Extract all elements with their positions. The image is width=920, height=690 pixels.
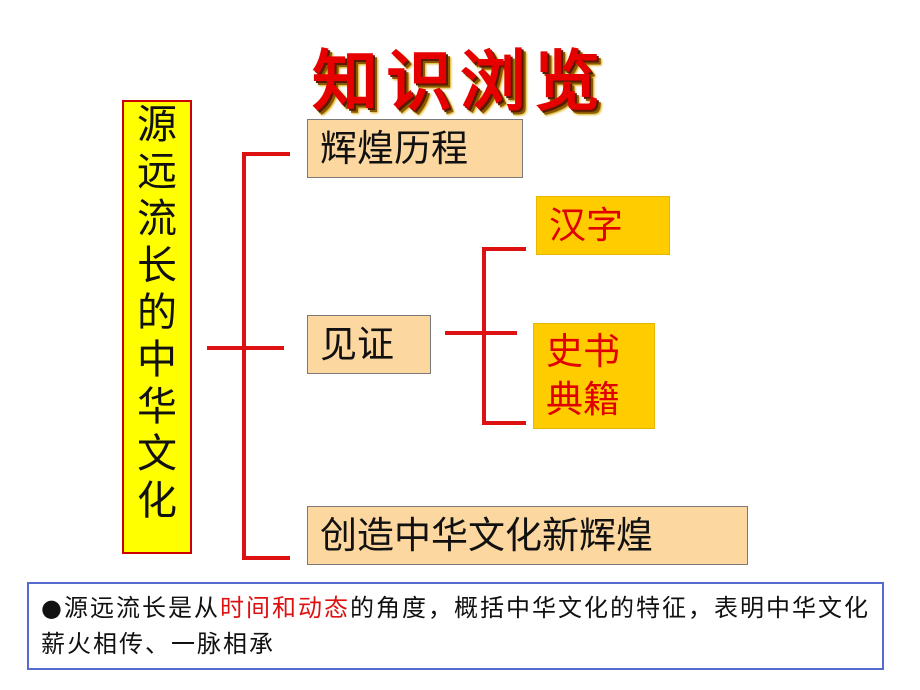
branch-box-2: 见证: [307, 315, 431, 374]
branch-box-3: 创造中华文化新辉煌: [307, 506, 748, 565]
branch-box-1: 辉煌历程: [307, 119, 523, 178]
branch-label-2: 见证: [320, 323, 394, 366]
sub-box-1: 汉字: [536, 196, 670, 255]
connector-sub-2: [482, 421, 526, 425]
root-box: 源 远 流 长 的 中 华 文 化: [122, 100, 192, 554]
root-char: 文: [137, 431, 177, 477]
root-char: 中: [137, 337, 177, 383]
slide-title: 知识浏览: [312, 42, 608, 120]
bullet-icon: ●: [41, 594, 64, 622]
note-highlight: 时间和动态: [219, 594, 350, 622]
sub-box-2: 史书 典籍: [533, 323, 655, 429]
sub-label-2-line1: 史书: [546, 330, 620, 373]
note-part-1: 源远流长是从: [63, 594, 220, 622]
branch-label-1: 辉煌历程: [320, 127, 468, 170]
note-box: ●源远流长是从时间和动态的角度，概括中华文化的特征，表明中华文化薪火相传、一脉相…: [27, 582, 884, 670]
root-char: 华: [137, 384, 177, 430]
root-char: 的: [137, 290, 177, 336]
sub-label-1: 汉字: [549, 204, 623, 247]
branch-label-3: 创造中华文化新辉煌: [320, 514, 653, 557]
note-text: ●源远流长是从时间和动态的角度，概括中华文化的特征，表明中华文化薪火相传、一脉相…: [41, 590, 871, 662]
connector-trunk: [242, 152, 246, 560]
connector-sub-1: [482, 247, 526, 251]
connector-sub-root: [445, 331, 517, 335]
sub-label-2-line2: 典籍: [546, 378, 620, 421]
root-char: 长: [137, 243, 177, 289]
note-part-2: 的角度，概括中华文化的特征，表明中华文化薪火相传、一脉相承: [41, 594, 870, 658]
root-char: 远: [137, 149, 177, 195]
connector-branch-3: [242, 556, 290, 560]
connector-branch-1: [242, 152, 290, 156]
root-char: 化: [137, 478, 177, 524]
root-char: 源: [137, 102, 177, 148]
root-char: 流: [137, 196, 177, 242]
connector-sub-trunk: [482, 247, 486, 425]
